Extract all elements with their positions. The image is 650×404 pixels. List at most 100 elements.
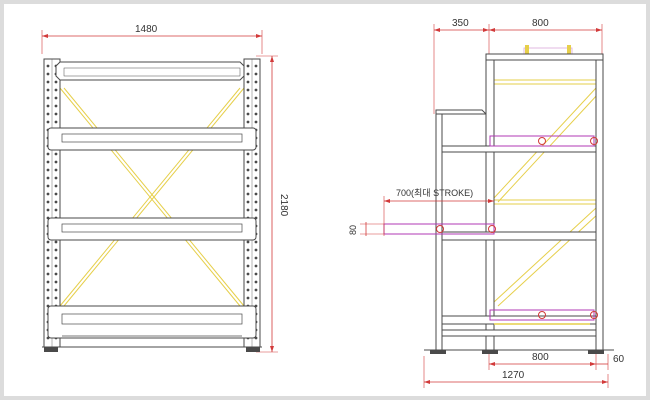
upright-hole [46,192,50,196]
upright-hole [246,272,250,276]
upright-hole [254,296,258,300]
upright-hole [254,96,258,100]
upright-hole [254,280,258,284]
side-uprights [485,53,604,351]
upright-hole [46,96,50,100]
upright-hole [54,160,58,164]
drawer-height-label: 80 [348,225,358,235]
upright-hole [46,184,50,188]
upright-hole [254,120,258,124]
upright-hole [54,192,58,196]
upright-hole [46,296,50,300]
upright-hole [54,184,58,188]
front-left-upright [43,58,61,348]
upright-hole [54,272,58,276]
upright-hole [46,64,50,68]
upright-hole [46,88,50,92]
upright-hole [46,152,50,156]
side-view: 350 800 [348,18,625,388]
upright-hole [46,176,50,180]
upright-hole [54,176,58,180]
upright-hole [54,168,58,172]
upright-hole [246,88,250,92]
upright-hole [246,72,250,76]
upright-hole [54,256,58,260]
upright-hole [46,80,50,84]
upright-hole [254,72,258,76]
stroke-dimension: 700(최대 STROKE) [383,188,494,236]
upright-hole [46,72,50,76]
upright-hole [246,240,250,244]
upright-hole [246,104,250,108]
upright-hole [246,264,250,268]
foot-label: 60 [613,354,625,365]
side-depth-bottom-label: 800 [532,352,549,363]
upright-hole [54,104,58,108]
upright-hole [254,200,258,204]
upright-hole [54,240,58,244]
upright-hole [254,152,258,156]
upright-hole [246,64,250,68]
upright-hole [254,272,258,276]
upright-hole [246,160,250,164]
upright-hole [46,264,50,268]
upright-hole [254,240,258,244]
side-top-handle [523,45,573,55]
upright-hole [254,184,258,188]
upright-hole [54,88,58,92]
upright-hole [246,184,250,188]
upright-hole [246,208,250,212]
upright-hole [54,112,58,116]
front-base [42,346,262,352]
front-top-beam [55,61,245,81]
front-width-dimension: 1480 [41,24,263,54]
side-bracing [493,79,599,307]
upright-hole [46,256,50,260]
front-view: 1480 2180 [41,24,289,353]
upright-hole [254,248,258,252]
upright-hole [254,80,258,84]
upright-hole [254,176,258,180]
side-drawer-3 [489,309,598,325]
front-right-upright [243,58,261,348]
upright-hole [46,288,50,292]
upright-hole [246,200,250,204]
rack-technical-drawing: 1480 2180 [41,18,625,388]
front-shelf-3 [47,305,257,339]
upright-hole [46,272,50,276]
side-depth-top-label: 800 [532,18,549,29]
upright-hole [246,176,250,180]
side-shelf-rails [441,145,597,337]
upright-hole [246,192,250,196]
side-top-dimension: 350 800 [433,18,603,114]
upright-hole [254,64,258,68]
upright-hole [46,112,50,116]
upright-hole [254,264,258,268]
upright-hole [254,256,258,260]
upright-hole [46,104,50,108]
upright-hole [254,88,258,92]
upright-hole [246,80,250,84]
upright-hole [254,168,258,172]
upright-hole [54,200,58,204]
upright-hole [54,80,58,84]
upright-hole [46,208,50,212]
upright-hole [54,264,58,268]
upright-hole [54,248,58,252]
side-offset-label: 350 [452,18,469,29]
upright-hole [254,288,258,292]
upright-hole [254,208,258,212]
front-shelf-2 [47,217,257,241]
upright-hole [246,120,250,124]
upright-hole [254,192,258,196]
front-width-label: 1480 [135,24,158,35]
upright-hole [246,168,250,172]
front-cross-bracing [59,87,245,307]
upright-hole [246,248,250,252]
height-dimension: 2180 [256,55,289,353]
upright-hole [46,248,50,252]
side-base [424,349,614,354]
upright-hole [46,280,50,284]
upright-hole [246,112,250,116]
total-depth-label: 1270 [502,370,525,381]
